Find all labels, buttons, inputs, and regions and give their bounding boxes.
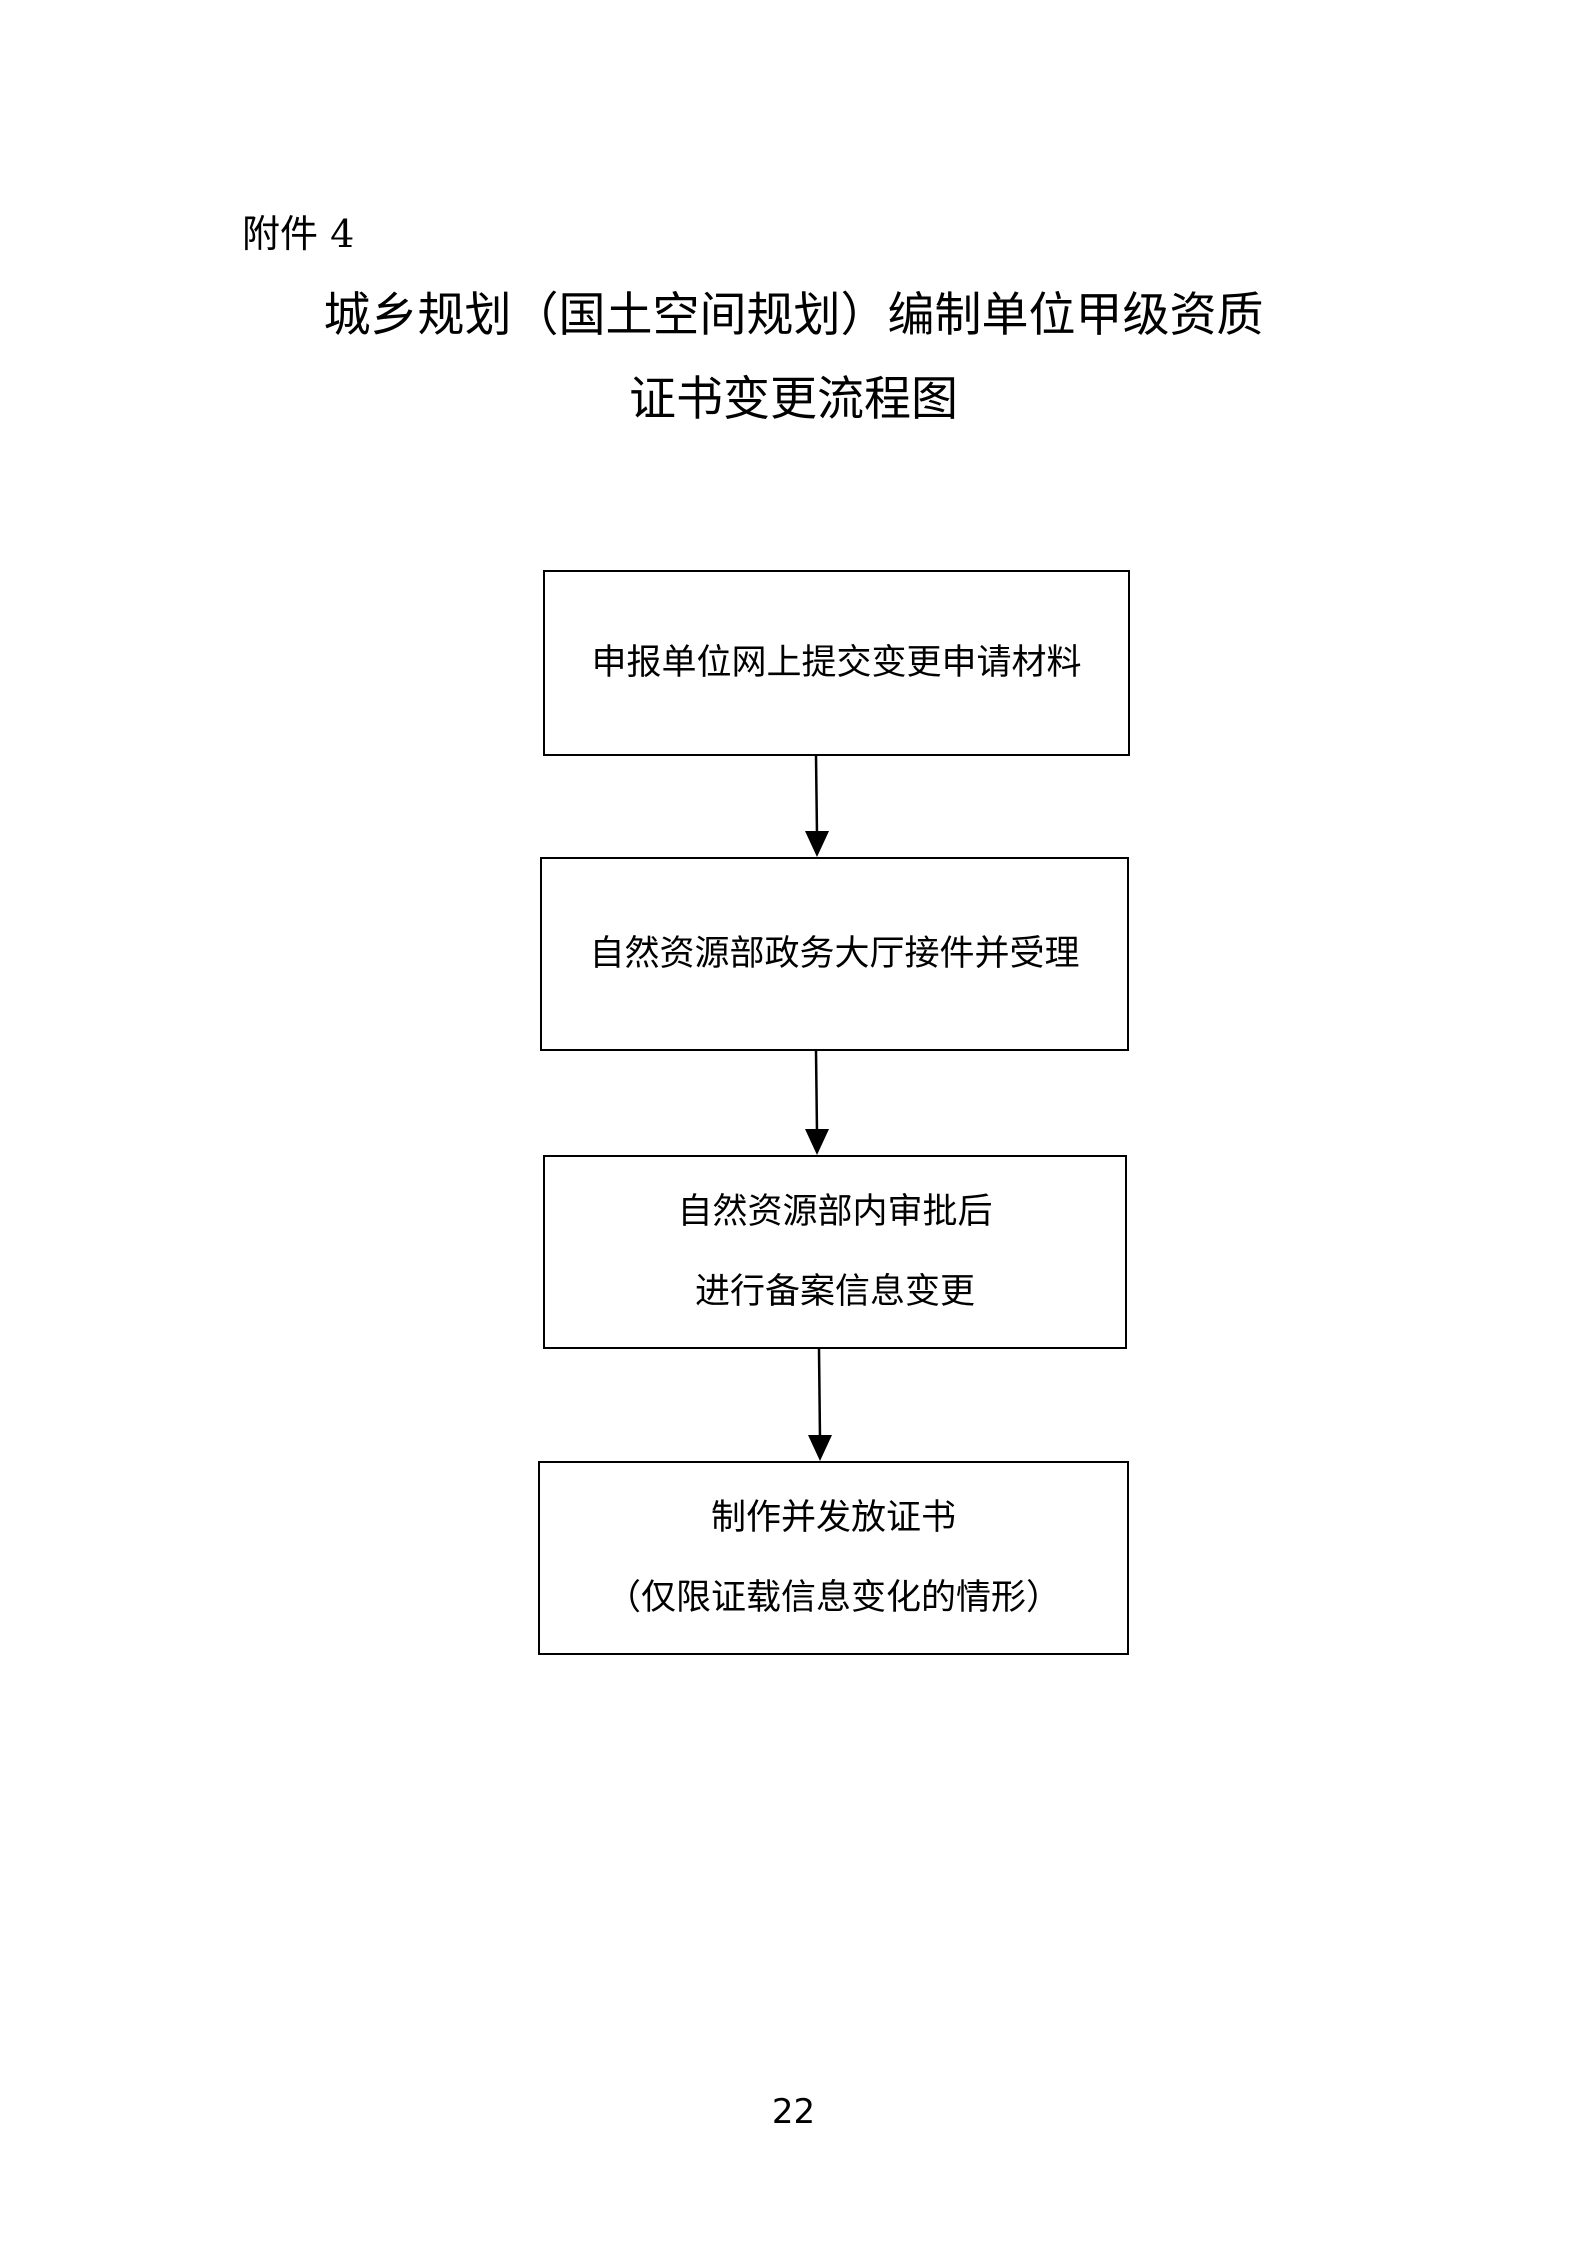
flow-step-text: 申报单位网上提交变更申请材料 bbox=[591, 643, 1082, 683]
flow-step-text: （仅限证载信息变化的情形） bbox=[605, 1578, 1061, 1618]
arrow-3-4-head bbox=[808, 1435, 832, 1461]
attachment-label: 附件 4 bbox=[242, 212, 355, 256]
flow-step-text: 制作并发放证书 bbox=[710, 1498, 956, 1538]
flow-step-submit-application: 申报单位网上提交变更申请材料 bbox=[543, 570, 1130, 756]
flow-step-text: 自然资源部内审批后 bbox=[677, 1192, 993, 1232]
arrow-2-3-head bbox=[805, 1129, 829, 1155]
flow-step-review-change: 自然资源部内审批后 进行备案信息变更 bbox=[543, 1155, 1127, 1349]
arrow-1-2-head bbox=[805, 831, 829, 857]
page-title-line-2: 证书变更流程图 bbox=[629, 372, 958, 427]
page-title-line-1: 城乡规划（国土空间规划）编制单位甲级资质 bbox=[323, 288, 1264, 343]
arrow-2-3-shaft bbox=[814, 1050, 819, 1134]
arrow-1-2-shaft bbox=[814, 755, 819, 836]
page-number: 22 bbox=[771, 2092, 816, 2132]
flow-step-text: 自然资源部政务大厅接件并受理 bbox=[589, 934, 1080, 974]
flow-step-issue-certificate: 制作并发放证书 （仅限证载信息变化的情形） bbox=[538, 1461, 1129, 1655]
flow-step-text: 进行备案信息变更 bbox=[694, 1272, 975, 1312]
arrow-3-4-shaft bbox=[817, 1348, 822, 1440]
flow-step-accept: 自然资源部政务大厅接件并受理 bbox=[540, 857, 1129, 1051]
